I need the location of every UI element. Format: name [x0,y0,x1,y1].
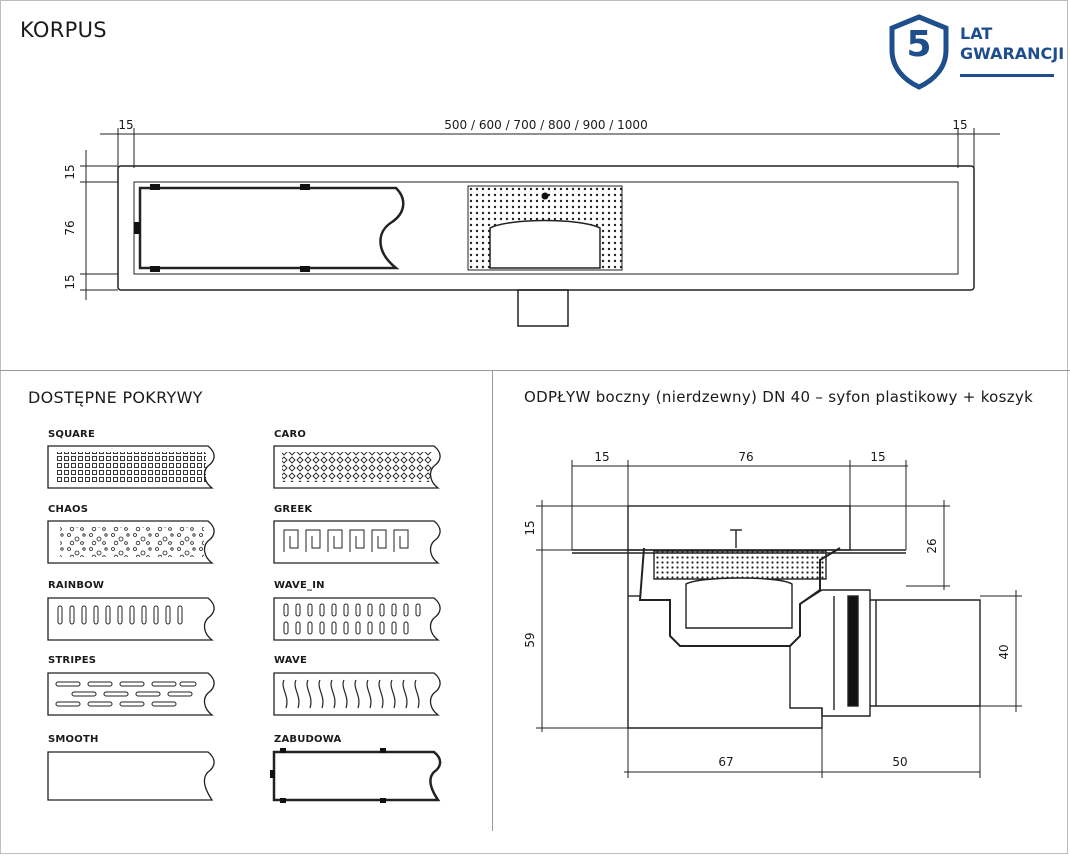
horizontal-divider [0,370,1070,371]
cover-label-wave-in: WAVE_IN [274,580,325,591]
covers-title: DOSTĘPNE POKRYWY [28,388,203,407]
korpus-left-dimensions [80,150,118,300]
cover-label-smooth: SMOOTH [48,734,99,745]
drain-dim-bottom-right: 50 [892,755,907,769]
cover-label-chaos: CHAOS [48,504,89,515]
cover-label-wave: WAVE [274,655,308,666]
cover-label-zabudowa: ZABUDOWA [274,734,342,745]
cover-rainbow [47,597,215,641]
drain-dim-left-main: 59 [523,632,537,647]
cover-label-stripes: STRIPES [48,655,97,666]
drain-dim-right-outlet: 40 [997,644,1011,659]
korpus-body [117,165,975,327]
cover-zabudowa [270,748,442,803]
warranty-line1: LAT [960,24,993,43]
cover-label-square: SQUARE [48,429,95,440]
dim-top-center: 500 / 600 / 700 / 800 / 900 / 1000 [444,118,647,132]
dim-left-top: 15 [63,164,77,179]
cover-smooth [47,751,215,801]
korpus-top-dimensions [100,128,1000,168]
cover-caro [273,445,441,489]
warranty-underline [960,74,1054,77]
dim-top-right: 15 [952,118,967,132]
drain-dim-right-top: 26 [925,538,939,553]
drain-title: ODPŁYW boczny (nierdzewny) DN 40 – syfon… [524,388,1034,406]
cover-stripes [47,672,215,716]
korpus-title: KORPUS [20,18,107,42]
cover-greek [273,520,441,564]
drain-dim-bottom-left: 67 [718,755,733,769]
vertical-divider [492,371,493,831]
cover-square [47,445,215,489]
cover-label-greek: GREEK [274,504,313,515]
cover-wave-in [273,597,441,641]
drain-dim-left-top: 15 [523,520,537,535]
cover-chaos [47,520,215,564]
drain-dim-top-left: 15 [594,450,609,464]
korpus-drawing: 15 500 / 600 / 700 / 800 / 900 / 1000 15… [63,118,1000,327]
dim-left-mid: 76 [63,220,77,235]
warranty-badge: 5 LAT GWARANCJI [888,14,1064,90]
cover-label-caro: CARO [274,429,307,440]
dim-left-bottom: 15 [63,274,77,289]
drain-dim-top-right: 15 [870,450,885,464]
covers-drawing [47,445,442,803]
shield-icon [889,14,949,90]
cover-label-rainbow: RAINBOW [48,580,105,591]
warranty-number: 5 [906,24,932,65]
drain-cross-section [572,505,981,729]
dim-top-left: 15 [118,118,133,132]
warranty-line2: GWARANCJI [960,44,1065,63]
drain-dim-top-mid: 76 [738,450,753,464]
cover-wave [273,672,441,716]
